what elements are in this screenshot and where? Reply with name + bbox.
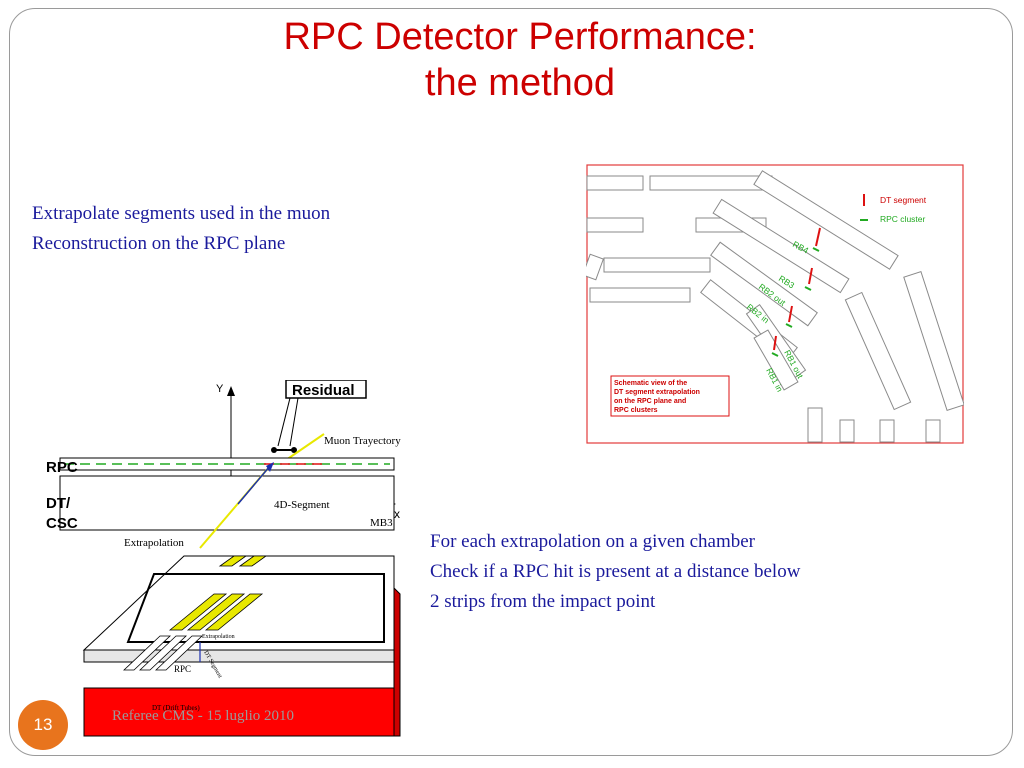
rpc-plane-front bbox=[83, 649, 395, 663]
right-text-line-1: For each extrapolation on a given chambe… bbox=[430, 531, 755, 552]
caption-box bbox=[610, 375, 730, 417]
chamber-outlines bbox=[586, 170, 964, 443]
dt-block-face bbox=[83, 687, 395, 737]
residual-point-right bbox=[291, 447, 297, 453]
title-line-1: RPC Detector Performance: bbox=[283, 16, 757, 58]
legend-rpc-label: RPC cluster bbox=[880, 214, 926, 224]
x-axis-label: x bbox=[394, 507, 400, 521]
residual-label: Residual bbox=[292, 382, 355, 399]
segment-arrowhead bbox=[266, 462, 274, 472]
left-text-line-1: Extrapolate segments used in the muon bbox=[32, 203, 331, 224]
chamber-outline bbox=[126, 573, 385, 643]
right-text-block: For each extrapolation on a given chambe… bbox=[430, 527, 800, 617]
dt-csc-label-1: DT/ bbox=[46, 495, 71, 512]
small-dt-label: DT (Drift Tubes) bbox=[152, 704, 200, 712]
residual-box bbox=[285, 380, 367, 399]
caption-line-3: on the RPC plane and bbox=[614, 398, 686, 405]
slide-title: RPC Detector Performance: the method bbox=[0, 14, 1024, 106]
dt-csc-label-2: CSC bbox=[46, 515, 78, 532]
caption-line-2: DT segment extrapolation bbox=[614, 389, 700, 396]
residual-pointer-left bbox=[277, 397, 291, 447]
y-axis-arrow bbox=[227, 386, 235, 396]
small-extrapolation-label: Extrapolation bbox=[202, 634, 235, 640]
mb3-label: MB3 bbox=[370, 517, 393, 529]
page-number: 13 bbox=[33, 715, 53, 734]
dt-segments bbox=[773, 227, 821, 351]
title-line-2: the method bbox=[424, 62, 616, 104]
yellow-strips bbox=[168, 555, 268, 631]
muon-trajectory-label: Muon Trayectory bbox=[324, 435, 401, 447]
dt-csc-chamber bbox=[59, 475, 395, 531]
white-strips bbox=[122, 635, 204, 671]
detector-diagram: Y x Residual RPC DT/ CSC Muon Trayectory… bbox=[46, 380, 401, 737]
residual-point-left bbox=[271, 447, 277, 453]
residual-pointer-right bbox=[289, 397, 299, 447]
right-text-line-2: Check if a RPC hit is present at a dista… bbox=[430, 561, 801, 582]
footer-text: Referee CMS - 15 luglio 2010 bbox=[112, 708, 295, 724]
dt-block-side bbox=[393, 586, 401, 737]
muon-trajectory-line bbox=[285, 433, 325, 461]
caption-line-4: RPC clusters bbox=[614, 407, 658, 414]
extrapolation-label: Extrapolation bbox=[124, 537, 184, 549]
schematic-figure: DT segment RPC cluster RB4 RB3 RB2 out R… bbox=[586, 164, 964, 444]
rpc-label: RPC bbox=[46, 459, 78, 476]
left-text-line-2: Reconstruction on the RPC plane bbox=[32, 233, 286, 254]
y-axis-label: Y bbox=[216, 383, 224, 395]
caption-line-1: Schematic view of the bbox=[614, 380, 687, 387]
legend-dt-label: DT segment bbox=[880, 195, 927, 205]
right-text-line-3: 2 strips from the impact point bbox=[430, 591, 656, 612]
segment-4d-label: 4D-Segment bbox=[274, 499, 330, 511]
small-rpc-label: RPC bbox=[174, 664, 191, 674]
page-number-badge: 13 bbox=[18, 700, 68, 750]
rpc-clusters bbox=[771, 247, 820, 357]
segment-direction bbox=[237, 465, 271, 505]
left-text-block: Extrapolate segments used in the muon Re… bbox=[32, 199, 330, 259]
